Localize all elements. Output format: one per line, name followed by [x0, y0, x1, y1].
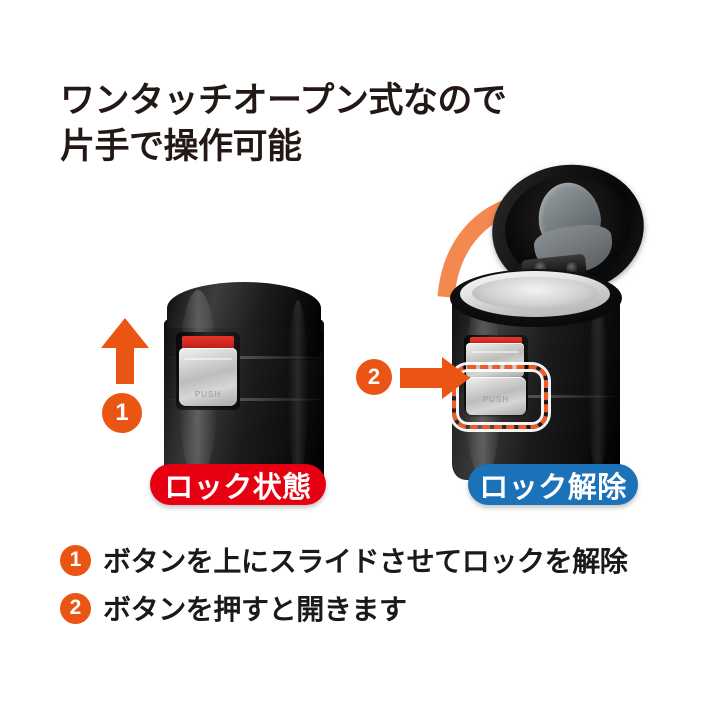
push-button-label: PUSH: [194, 390, 222, 399]
push-button[interactable]: PUSH: [466, 377, 526, 415]
lock-indicator-red: [182, 336, 234, 350]
step-description: ボタンを押すと開きます: [103, 594, 407, 625]
bottle-mouth-opening: [472, 277, 598, 309]
push-button-ridge: [183, 358, 233, 360]
lock-indicator-red: [470, 337, 522, 347]
page-title-line-2: 片手で操作可能: [60, 126, 302, 166]
slide-up-arrow-icon: [101, 318, 149, 384]
step-description: ボタンを上にスライドさせてロックを解除: [103, 546, 628, 577]
step-marker-1: 1: [102, 393, 142, 433]
status-badge-unlocked-label: ロック解除: [479, 471, 627, 504]
step-number-badge: 2: [60, 592, 91, 624]
list-item: 2 ボタンを押すと開きます: [60, 584, 690, 632]
page-title: ワンタッチオープン式なので 片手で操作可能: [60, 78, 660, 169]
status-badge-locked: ロック状態: [150, 464, 326, 505]
step-number-badge: 1: [60, 544, 91, 576]
bottle-seam-upper: [166, 356, 322, 359]
step-number-label: 1: [69, 548, 82, 571]
locked-bottle-illustration: 1 PUSH: [92, 280, 337, 490]
press-button-arrow-icon: [400, 357, 470, 399]
step-marker-2-label: 2: [367, 364, 381, 389]
page-title-line-1: ワンタッチオープン式なので: [60, 81, 507, 120]
unlocked-bottle-illustration: PUSH 2: [352, 155, 653, 490]
step-number-label: 2: [69, 596, 82, 619]
push-button-upper: [466, 343, 524, 377]
status-badge-unlocked: ロック解除: [468, 464, 638, 505]
list-item: 1 ボタンを上にスライドさせてロックを解除: [60, 536, 690, 584]
bottle-seam-lower: [454, 395, 618, 398]
instruction-list: 1 ボタンを上にスライドさせてロックを解除 2 ボタンを押すと開きます: [60, 536, 690, 632]
push-button-label: PUSH: [482, 395, 510, 404]
push-button-ridge: [470, 351, 520, 353]
step-marker-1-label: 1: [115, 399, 129, 426]
step-marker-2: 2: [356, 359, 392, 395]
bottle-seam-lower: [166, 398, 324, 401]
push-button[interactable]: PUSH: [179, 348, 237, 406]
button-highlight-outline: [452, 365, 548, 429]
status-badge-locked-label: ロック状態: [164, 471, 312, 504]
